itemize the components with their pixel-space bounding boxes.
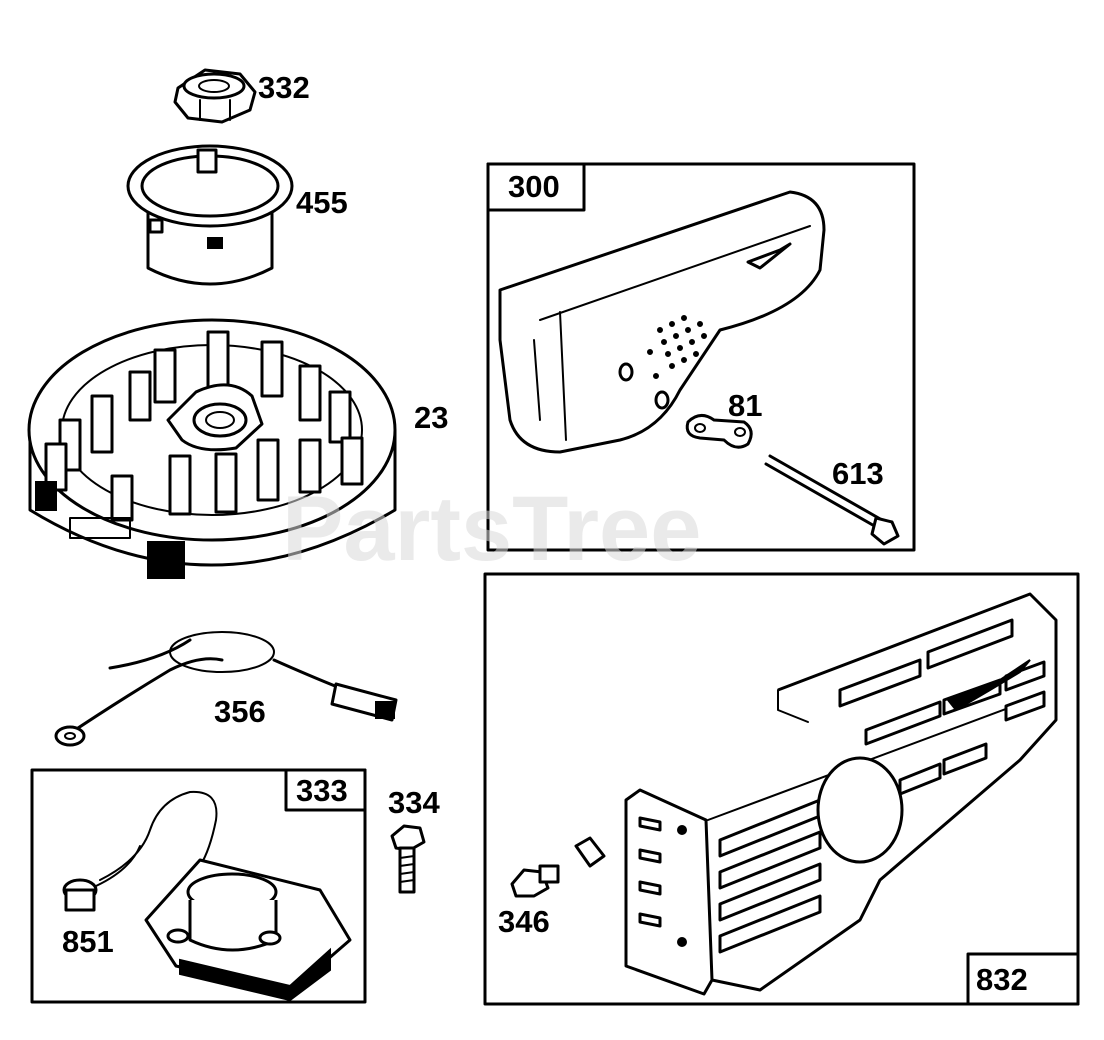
part-label-832: 832 bbox=[976, 962, 1028, 997]
muffler-box bbox=[486, 162, 916, 552]
screw-334-drawing bbox=[390, 824, 426, 894]
part-label-851: 851 bbox=[62, 924, 114, 959]
muffler-guard-box bbox=[483, 572, 1080, 1006]
part-label-455: 455 bbox=[296, 185, 348, 220]
cup-drawing bbox=[126, 144, 294, 286]
nut-drawing bbox=[173, 68, 257, 124]
part-label-333: 333 bbox=[296, 773, 348, 808]
ground-wire-drawing bbox=[54, 631, 398, 747]
part-label-334: 334 bbox=[388, 785, 440, 820]
part-label-346: 346 bbox=[498, 904, 550, 939]
watermark-text: PartsTree bbox=[282, 478, 701, 580]
part-label-23: 23 bbox=[414, 400, 448, 435]
flywheel-drawing bbox=[27, 318, 397, 579]
part-label-356: 356 bbox=[214, 694, 266, 729]
part-label-332: 332 bbox=[258, 70, 310, 105]
part-label-300: 300 bbox=[508, 169, 560, 204]
part-label-81: 81 bbox=[728, 388, 762, 423]
armature-kit-box bbox=[30, 768, 367, 1004]
part-label-613: 613 bbox=[832, 456, 884, 491]
